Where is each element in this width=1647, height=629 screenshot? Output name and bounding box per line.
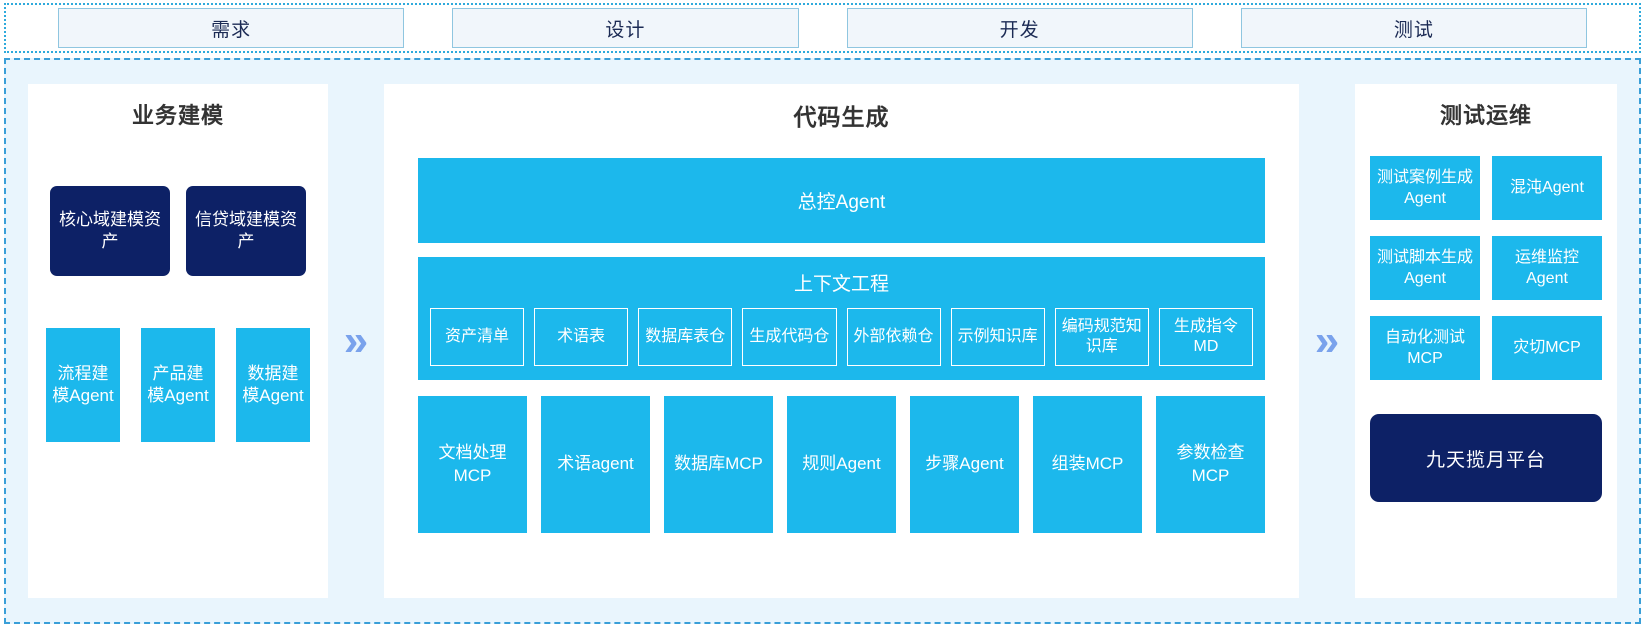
context-item-label: 生成代码仓 — [749, 328, 830, 345]
context-item-label: 编码规范知识库 — [1061, 318, 1142, 355]
context-item-db-table-repo[interactable]: 数据库表仓 — [638, 308, 733, 366]
asset-card-label: 信贷域建模资产 — [195, 209, 297, 251]
tool-card-label: 术语agent — [557, 454, 634, 474]
asset-card-credit-domain[interactable]: 信贷域建模资产 — [186, 186, 306, 276]
test-card-operations-monitoring-agent[interactable]: 运维监控Agent — [1492, 236, 1602, 300]
tool-card-parameter-check-mcp[interactable]: 参数检查MCP — [1156, 396, 1265, 533]
context-item-example-knowledge-base[interactable]: 示例知识库 — [950, 308, 1045, 366]
tool-card-label: 规则Agent — [802, 454, 881, 474]
chevron-glyph: » — [343, 316, 369, 365]
test-card-test-case-generation-agent[interactable]: 测试案例生成Agent — [1370, 156, 1480, 220]
test-card-test-script-generation-agent[interactable]: 测试脚本生成Agent — [1370, 236, 1480, 300]
phase-label: 设计 — [605, 19, 646, 41]
panel-title-test-operations: 测试运维 — [1439, 103, 1532, 128]
context-item-coding-standard-knowledge-base[interactable]: 编码规范知识库 — [1054, 308, 1149, 366]
tool-card-database-mcp[interactable]: 数据库MCP — [664, 396, 773, 533]
agent-card-label: 产品建模Agent — [147, 363, 209, 405]
panel-code-generation: 代码生成 总控Agent 上下文工程 资产清单 术语表 — [384, 84, 1299, 598]
context-item-glossary[interactable]: 术语表 — [534, 308, 629, 366]
tool-card-rule-agent[interactable]: 规则Agent — [787, 396, 896, 533]
context-item-generation-instruction-md[interactable]: 生成指令MD — [1158, 308, 1253, 366]
test-card-disaster-switch-mcp[interactable]: 灾切MCP — [1492, 316, 1602, 380]
phase-box-design[interactable]: 设计 — [452, 8, 799, 48]
phase-label: 需求 — [211, 19, 252, 41]
context-item-label: 生成指令MD — [1173, 318, 1238, 355]
phase-label: 开发 — [999, 19, 1040, 41]
test-operations-grid: 测试案例生成Agent 混沌Agent 测试脚本生成Agent 运维监控Agen… — [1370, 156, 1602, 380]
context-engineering-block: 上下文工程 资产清单 术语表 数据库表仓 生成代码仓 — [418, 257, 1265, 380]
chevron-right-icon-left: » — [328, 84, 384, 598]
panel-test-operations: 测试运维 测试案例生成Agent 混沌Agent 测试脚本生成Agent 运维监… — [1355, 84, 1617, 598]
agent-card-product-modeling[interactable]: 产品建模Agent — [141, 328, 215, 442]
chevron-right-icon-right: » — [1299, 84, 1355, 598]
phase-box-requirements[interactable]: 需求 — [58, 8, 405, 48]
agent-card-label: 流程建模Agent — [52, 363, 114, 405]
tool-card-row: 文档处理MCP 术语agent 数据库MCP 规则Agent 步骤Agent — [418, 396, 1265, 533]
tool-card-step-agent[interactable]: 步骤Agent — [910, 396, 1019, 533]
business-agent-row: 流程建模Agent 产品建模Agent 数据建模Agent — [46, 328, 310, 442]
test-card-label: 混沌Agent — [1510, 179, 1584, 197]
test-card-chaos-agent[interactable]: 混沌Agent — [1492, 156, 1602, 220]
panel-title-code-generation: 代码生成 — [793, 104, 890, 130]
agent-card-process-modeling[interactable]: 流程建模Agent — [46, 328, 120, 442]
master-agent-bar[interactable]: 总控Agent — [418, 158, 1265, 243]
tool-card-document-processing-mcp[interactable]: 文档处理MCP — [418, 396, 527, 533]
panel-business-modeling: 业务建模 核心域建模资产 信贷域建模资产 流程建模Agent 产品建模Agent… — [28, 84, 328, 598]
code-generation-content: 总控Agent 上下文工程 资产清单 术语表 数据库表仓 — [400, 136, 1283, 533]
context-engineering-title: 上下文工程 — [793, 274, 889, 295]
chevron-glyph: » — [1314, 316, 1340, 365]
asset-card-label: 核心域建模资产 — [59, 209, 161, 251]
tool-card-glossary-agent[interactable]: 术语agent — [541, 396, 650, 533]
asset-card-core-domain[interactable]: 核心域建模资产 — [50, 186, 170, 276]
agent-card-label: 数据建模Agent — [242, 363, 304, 405]
context-item-label: 数据库表仓 — [645, 328, 726, 345]
context-item-external-dependency-repo[interactable]: 外部依赖仓 — [846, 308, 941, 366]
platform-card-label: 九天揽月平台 — [1425, 449, 1546, 471]
phase-box-testing[interactable]: 测试 — [1240, 8, 1587, 48]
master-agent-label: 总控Agent — [797, 192, 886, 213]
architecture-body: 业务建模 核心域建模资产 信贷域建模资产 流程建模Agent 产品建模Agent… — [4, 58, 1641, 624]
test-card-label: 自动化测试MCP — [1384, 328, 1465, 367]
test-card-label: 灾切MCP — [1513, 339, 1581, 357]
panel-title-business-modeling: 业务建模 — [131, 103, 224, 128]
context-item-label: 外部依赖仓 — [853, 328, 934, 345]
tool-card-label: 步骤Agent — [925, 454, 1004, 474]
context-item-label: 术语表 — [557, 328, 606, 345]
tool-card-label: 文档处理MCP — [438, 443, 507, 485]
agent-card-data-modeling[interactable]: 数据建模Agent — [236, 328, 310, 442]
context-item-label: 资产清单 — [445, 328, 510, 345]
phase-box-development[interactable]: 开发 — [846, 8, 1193, 48]
test-card-automated-test-mcp[interactable]: 自动化测试MCP — [1370, 316, 1480, 380]
business-asset-row: 核心域建模资产 信贷域建模资产 — [50, 186, 306, 276]
platform-card-jiutian-lanyue[interactable]: 九天揽月平台 — [1370, 414, 1602, 502]
test-card-label: 测试脚本生成Agent — [1376, 248, 1473, 287]
context-item-generated-code-repo[interactable]: 生成代码仓 — [742, 308, 837, 366]
phase-strip: 需求 设计 开发 测试 — [4, 3, 1641, 53]
context-item-row: 资产清单 术语表 数据库表仓 生成代码仓 外部依赖仓 — [430, 308, 1253, 366]
test-card-label: 运维监控Agent — [1514, 248, 1579, 287]
phase-label: 测试 — [1393, 19, 1434, 41]
context-item-asset-inventory[interactable]: 资产清单 — [430, 308, 525, 366]
tool-card-assembly-mcp[interactable]: 组装MCP — [1033, 396, 1142, 533]
context-item-label: 示例知识库 — [957, 328, 1038, 345]
tool-card-label: 数据库MCP — [674, 454, 763, 474]
tool-card-label: 参数检查MCP — [1176, 443, 1245, 485]
test-card-label: 测试案例生成Agent — [1376, 168, 1473, 207]
tool-card-label: 组装MCP — [1051, 454, 1124, 474]
